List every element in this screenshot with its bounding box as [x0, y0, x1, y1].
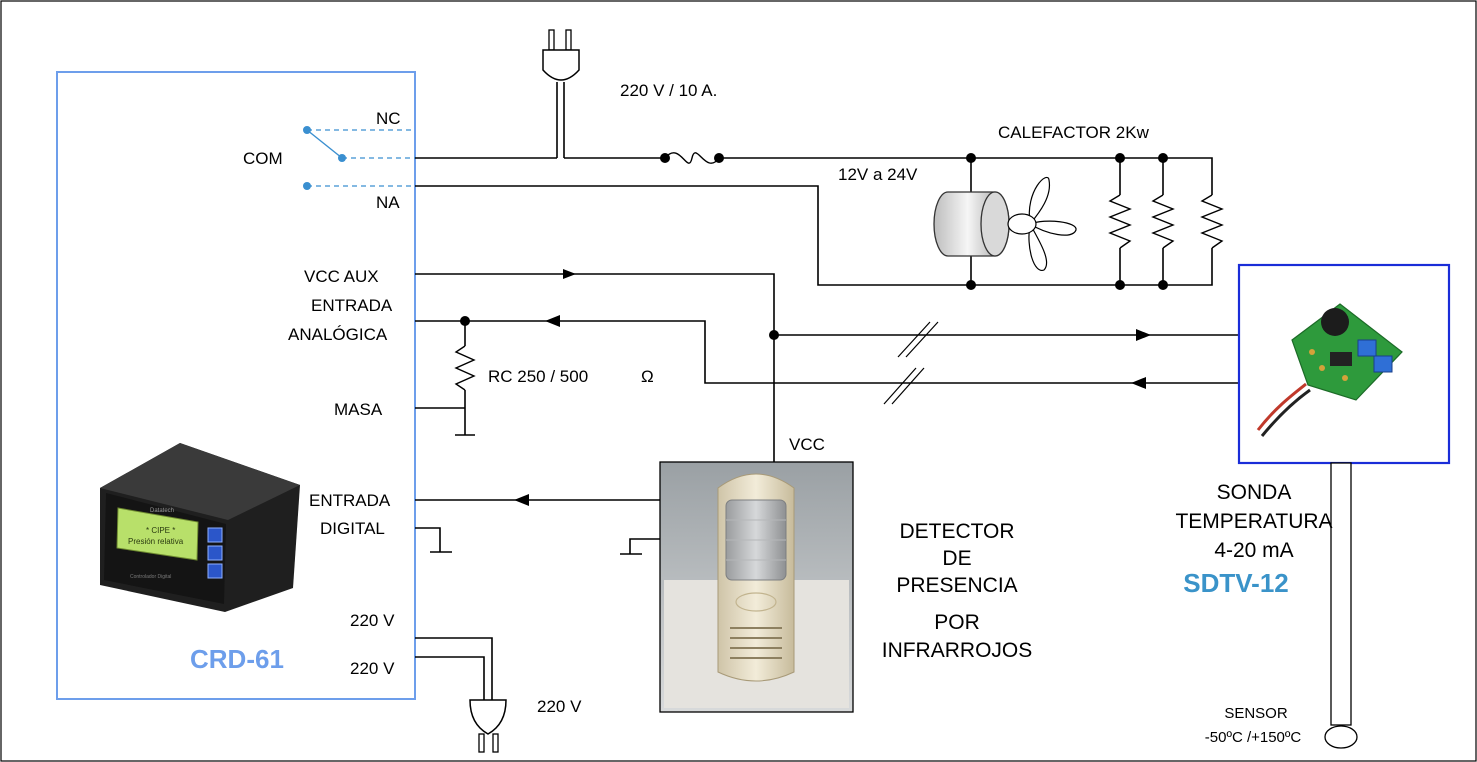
analog-input-label-2: ANALÓGICA — [288, 325, 388, 344]
heater-resistors — [1108, 153, 1224, 290]
wire-detector-ground — [629, 538, 660, 554]
mains-plug-bottom-icon — [415, 637, 507, 753]
mains-plug-top-icon — [542, 29, 580, 158]
relay-na-label: NA — [376, 193, 400, 212]
detector-vcc-label: VCC — [789, 435, 825, 454]
relay-com-label: COM — [243, 149, 283, 168]
fan-motor-icon — [933, 153, 1077, 290]
rc-resistor-label: RC 250 / 500 — [488, 367, 588, 386]
probe-label-line-2: TEMPERATURA — [1175, 510, 1332, 533]
detector-photo — [659, 461, 854, 713]
relay-contacts — [303, 126, 415, 190]
display-brand: Datatech — [150, 508, 174, 514]
arrow-analog-from-probe — [1131, 377, 1146, 389]
ground-label: MASA — [334, 400, 383, 419]
arrow-vcc-aux — [563, 269, 576, 279]
probe-label-line-3: 4-20 mA — [1214, 539, 1293, 562]
detector-label-line-2: DE — [942, 547, 971, 570]
mains-top-label: 220 V / 10 A. — [620, 81, 717, 100]
power-label-2: 220 V — [350, 659, 395, 678]
display-line-1: * CIPE * — [146, 526, 175, 535]
vcc-aux-label: VCC AUX — [304, 267, 379, 286]
display-line-2: Presión relativa — [128, 537, 184, 546]
wire-digital-ground — [415, 527, 441, 552]
controller-model-label: CRD-61 — [190, 644, 284, 674]
rc-unit-symbol: Ω — [641, 367, 654, 386]
controller-box — [56, 71, 416, 700]
arrow-analog-input — [545, 315, 560, 327]
probe-board-photo — [1237, 263, 1451, 465]
arrow-digital-input — [514, 494, 529, 506]
detector-label-line-5: INFRARROJOS — [882, 639, 1033, 662]
arrow-vcc-to-probe — [1136, 329, 1151, 341]
wire-vcc-aux — [415, 273, 775, 462]
digital-input-label-2: DIGITAL — [320, 519, 385, 538]
sensor-label-line-1: SENSOR — [1224, 705, 1288, 722]
probe-label-line-1: SONDA — [1217, 481, 1292, 504]
power-label-1: 220 V — [350, 611, 395, 630]
controller-display-image: Datatech * CIPE * Presión relativa Contr… — [100, 443, 300, 612]
probe-tube-icon — [1324, 462, 1358, 749]
detector-label-line-1: DETECTOR — [899, 520, 1014, 543]
fuse-icon — [660, 152, 724, 164]
wire-live-bus — [719, 157, 1213, 195]
analog-input-label-1: ENTRADA — [311, 296, 393, 315]
sensor-label-line-2: -50ºC /+150ºC — [1205, 729, 1302, 746]
rc-resistor-icon — [454, 321, 476, 436]
mains-bottom-label: 220 V — [537, 697, 582, 716]
display-footer: Controlador Digital — [130, 574, 171, 580]
fan-voltage-label: 12V a 24V — [838, 165, 918, 184]
heater-title: CALEFACTOR 2Kw — [998, 123, 1150, 142]
probe-model-label: SDTV-12 — [1183, 568, 1289, 598]
vcc-junction-node — [769, 330, 779, 340]
relay-nc-label: NC — [376, 109, 401, 128]
detector-label-line-3: PRESENCIA — [896, 574, 1017, 597]
detector-label-line-4: POR — [934, 611, 980, 634]
digital-input-label-1: ENTRADA — [309, 491, 391, 510]
wire-neutral-bus — [415, 185, 1213, 286]
